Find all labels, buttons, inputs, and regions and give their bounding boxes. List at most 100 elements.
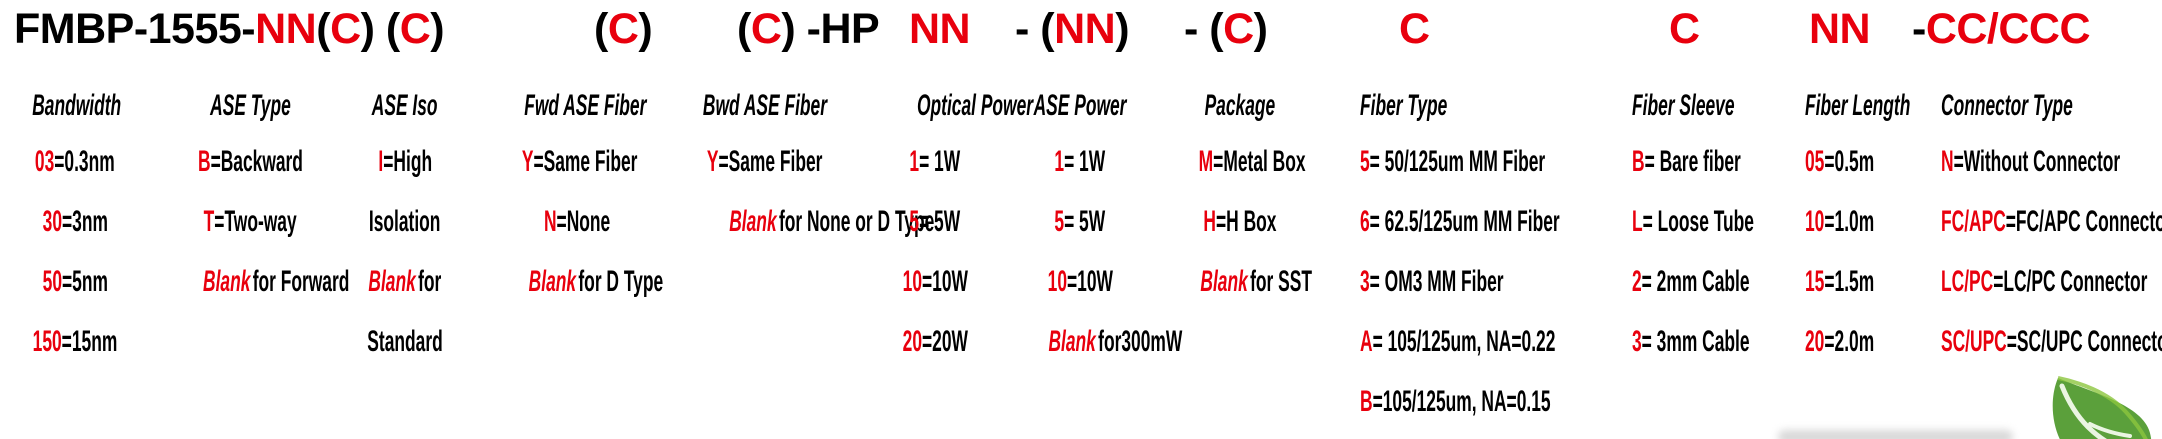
option-code: B xyxy=(1360,385,1373,418)
code-placeholder: NN xyxy=(1809,5,1871,53)
option: 5= 5W xyxy=(910,192,961,252)
option-cell: 05=0.5m xyxy=(1805,132,1940,192)
literal-text: FMBP-1555- xyxy=(14,5,256,53)
option: 50=5nm xyxy=(42,252,107,312)
column-header: Fwd ASE Fiber xyxy=(480,80,675,132)
option-cell: LC/PC=LC/PC Connector xyxy=(1941,252,2162,312)
column-header-label: Bwd ASE Fiber xyxy=(702,89,828,122)
option-label: = 62.5/125um MM Fiber xyxy=(1369,205,1560,238)
option-cell: B= Bare fiber xyxy=(1632,132,1802,192)
option-label: Isolation xyxy=(369,205,441,238)
option-code: 30 xyxy=(42,205,62,238)
option-code: FC/APC xyxy=(1941,205,2006,238)
option-label: for D Type xyxy=(578,265,664,298)
option: A= 105/125um, NA=0.22 xyxy=(1360,312,1555,372)
option-label: = 105/125um, NA=0.22 xyxy=(1372,325,1556,358)
literal-text: - ( xyxy=(1015,5,1055,53)
option-label: = 5W xyxy=(919,205,961,238)
option-label: =1.5m xyxy=(1824,265,1875,298)
option-blank-keyword: Blank xyxy=(1048,325,1096,358)
option-label: =1.0m xyxy=(1824,205,1875,238)
option: Y=Same Fiber xyxy=(707,132,823,192)
option-cell: M=Metal Box xyxy=(1160,132,1320,192)
option-label: =Two-way xyxy=(214,205,297,238)
option: 1= 1W xyxy=(1055,132,1106,192)
option-cell: Blankfor SST xyxy=(1160,252,1320,312)
option: 10=1.0m xyxy=(1805,192,1874,252)
option: Blankfor None or D Type xyxy=(729,192,934,252)
option-label: = Bare fiber xyxy=(1644,145,1741,178)
empty-cell xyxy=(480,372,675,432)
option-code: 2 xyxy=(1632,265,1642,298)
option-code: Y xyxy=(521,145,534,178)
code-placeholder: C xyxy=(750,5,782,53)
option: 03=0.3nm xyxy=(35,132,115,192)
option: T=Two-way xyxy=(204,192,297,252)
option: LC/PC=LC/PC Connector xyxy=(1941,252,2147,312)
option: Standard xyxy=(367,312,442,372)
option-cell: SC/UPC=SC/UPC Connector xyxy=(1941,312,2162,372)
literal-text: ) xyxy=(1115,5,1130,53)
empty-cell xyxy=(1632,372,1802,432)
option-label: = 2mm Cable xyxy=(1641,265,1750,298)
literal-text: - ( xyxy=(1184,5,1224,53)
option-cell: N=None xyxy=(480,192,675,252)
column-header-label: Bandwidth xyxy=(32,89,122,122)
column-header: Bandwidth xyxy=(0,80,150,132)
part-number-segment: FMBP-1555-NN(C) (C) xyxy=(14,0,445,58)
option-label: =SC/UPC Connector xyxy=(2006,325,2162,358)
literal-text: ) xyxy=(430,5,445,53)
empty-cell xyxy=(655,372,875,432)
option: 15=1.5m xyxy=(1805,252,1874,312)
option: 3= OM3 MM Fiber xyxy=(1360,252,1504,312)
option-code: 10 xyxy=(1805,205,1825,238)
option-label: =3nm xyxy=(61,205,108,238)
option-cell: 10=1.0m xyxy=(1805,192,1940,252)
code-placeholder: C xyxy=(1223,5,1254,53)
option-label: =0.3nm xyxy=(54,145,115,178)
option-cell: Blankfor300mW xyxy=(1000,312,1182,372)
column-header: Fiber Type xyxy=(1360,80,1640,132)
option: 2= 2mm Cable xyxy=(1632,252,1750,312)
code-placeholder: C xyxy=(330,5,361,53)
option-cell: 3= OM3 MM Fiber xyxy=(1360,252,1640,312)
option: 6= 62.5/125um MM Fiber xyxy=(1360,192,1560,252)
option: 10=10W xyxy=(902,252,967,312)
option-cell: A= 105/125um, NA=0.22 xyxy=(1360,312,1640,372)
option-cell: 3= 3mm Cable xyxy=(1632,312,1802,372)
column-header: Optical Power xyxy=(875,80,1033,132)
option-label: = 50/125um MM Fiber xyxy=(1369,145,1546,178)
code-placeholder: NN xyxy=(255,5,317,53)
option: 20=20W xyxy=(902,312,967,372)
option-code: 3 xyxy=(1632,325,1642,358)
option-label: = Loose Tube xyxy=(1642,205,1754,238)
option: SC/UPC=SC/UPC Connector xyxy=(1941,312,2162,372)
empty-cell xyxy=(875,372,995,432)
option-label: =10W xyxy=(1066,265,1113,298)
option-label: =Metal Box xyxy=(1213,145,1306,178)
option-label: = 1W xyxy=(919,145,961,178)
option-code: 3 xyxy=(1360,265,1370,298)
option-label: =15nm xyxy=(61,325,118,358)
option-cell: H=H Box xyxy=(1160,192,1320,252)
code-placeholder: NN xyxy=(1054,5,1116,53)
option: 1= 1W xyxy=(910,132,961,192)
option-cell: Y=Same Fiber xyxy=(655,132,875,192)
literal-text: ) -HP xyxy=(781,5,880,53)
option: 10=10W xyxy=(1047,252,1112,312)
option-code: LC/PC xyxy=(1941,265,1994,298)
option: Y=Same Fiber xyxy=(522,132,638,192)
option: N=Without Connector xyxy=(1941,132,2120,192)
option: 5= 50/125um MM Fiber xyxy=(1360,132,1545,192)
column-header-label: Fwd ASE Fiber xyxy=(524,89,647,122)
option-cell: 5= 50/125um MM Fiber xyxy=(1360,132,1640,192)
option-code: M xyxy=(1198,145,1214,178)
option-cell: T=Two-way xyxy=(150,192,350,252)
empty-cell xyxy=(655,312,875,372)
empty-cell xyxy=(1160,312,1320,372)
option-cell: 5= 5W xyxy=(875,192,995,252)
